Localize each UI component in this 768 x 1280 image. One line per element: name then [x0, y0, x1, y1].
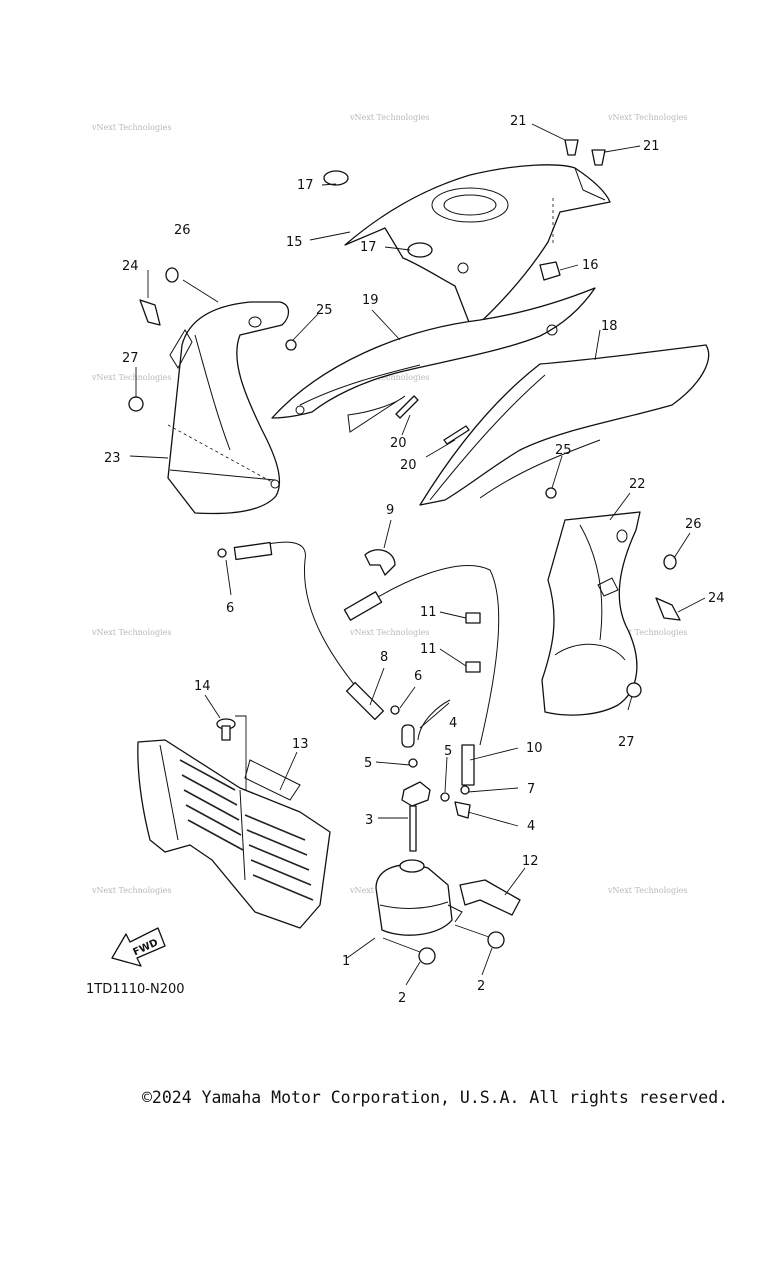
callout-24: 24 [708, 591, 725, 606]
callout-25: 25 [555, 443, 572, 458]
fastener-part [139, 299, 161, 326]
tank-cover-part [344, 164, 611, 331]
callout-6: 6 [226, 601, 234, 616]
callout-3: 3 [365, 813, 373, 828]
fastener-part [564, 139, 579, 156]
shroud-right-part [541, 511, 641, 716]
leader-lines [129, 123, 706, 986]
fastener-part [655, 597, 681, 621]
reservoir-tank-part [375, 859, 463, 936]
clip-part [217, 548, 227, 558]
callout-13: 13 [292, 737, 309, 752]
watermark: vNext Technologies [91, 628, 171, 637]
copyright-notice: ©2024 Yamaha Motor Corporation, U.S.A. A… [142, 1088, 729, 1107]
side-cover-left-part [271, 287, 596, 433]
callout-21: 21 [643, 139, 660, 154]
callout-8: 8 [380, 650, 388, 665]
diagram-code: 1TD1110-N200 [86, 982, 185, 997]
watermark: vNext Technologies [607, 113, 687, 122]
watermark: vNext Technologies [91, 123, 171, 132]
washer-part [285, 339, 297, 351]
watermark: vNext Technologies [349, 373, 429, 382]
watermark: vNext Technologies [349, 628, 429, 637]
bolt-part [626, 682, 642, 698]
watermark: vNext Technologies [349, 113, 429, 122]
callout-19: 19 [362, 293, 379, 308]
watermark: vNext Technologies [91, 373, 171, 382]
clip-part [390, 705, 400, 715]
callout-18: 18 [601, 319, 618, 334]
callout-5: 5 [444, 744, 452, 759]
callout-6: 6 [414, 669, 422, 684]
callout-26: 26 [174, 223, 191, 238]
hose-fitting-part [454, 801, 471, 819]
callout-16: 16 [582, 258, 599, 273]
fastener-part [407, 242, 433, 258]
callout-24: 24 [122, 259, 139, 274]
callout-27: 27 [618, 735, 635, 750]
callout-27: 27 [122, 351, 139, 366]
callout-17: 17 [360, 240, 377, 255]
bolt-part [128, 396, 144, 412]
clamp-part [364, 549, 396, 576]
callout-10: 10 [526, 741, 543, 756]
callout-17: 17 [297, 178, 314, 193]
strip-part [395, 395, 419, 419]
shroud-left-part [167, 301, 290, 515]
callout-5: 5 [364, 756, 372, 771]
clamp-part [465, 612, 481, 624]
callout-23: 23 [104, 451, 121, 466]
bolt-part [663, 554, 677, 570]
fwd-arrow-icon: FWD [111, 927, 166, 967]
bracket-part [459, 879, 521, 916]
bolt-part [382, 924, 505, 965]
callout-11: 11 [420, 642, 437, 657]
watermark: vNext Technologies [607, 628, 687, 637]
fastener-part [539, 261, 561, 281]
clip-part [440, 792, 450, 802]
bolt-part [216, 715, 247, 790]
callout-2: 2 [398, 991, 406, 1006]
callout-26: 26 [685, 517, 702, 532]
clamp-part [465, 661, 481, 673]
callout-7: 7 [527, 782, 535, 797]
fastener-part [591, 149, 606, 166]
bolt-part [165, 267, 179, 283]
callout-4: 4 [527, 819, 535, 834]
parts-diagram: vNext Technologies vNext Technologies vN… [86, 113, 725, 1006]
clip-part [408, 758, 418, 768]
clip-part [460, 785, 470, 795]
callout-labels: 1 2 2 3 4 4 5 5 6 6 7 8 9 10 11 11 12 13… [104, 114, 725, 1006]
callout-9: 9 [386, 503, 394, 518]
side-cover-right-part [419, 344, 710, 506]
callout-14: 14 [194, 679, 211, 694]
strip-part [443, 425, 470, 445]
callout-15: 15 [286, 235, 303, 250]
callout-21: 21 [510, 114, 527, 129]
callout-22: 22 [629, 477, 646, 492]
filler-neck-part [401, 781, 431, 852]
radiator-guard-part [137, 739, 331, 929]
fastener-part [323, 170, 349, 186]
callout-2: 2 [477, 979, 485, 994]
callout-20: 20 [390, 436, 407, 451]
callout-12: 12 [522, 854, 539, 869]
callout-1: 1 [342, 954, 350, 969]
callout-4: 4 [449, 716, 457, 731]
callout-25: 25 [316, 303, 333, 318]
watermark: vNext Technologies [91, 886, 171, 895]
hose-part [233, 541, 500, 786]
watermark: vNext Technologies [607, 886, 687, 895]
callout-11: 11 [420, 605, 437, 620]
washer-part [545, 487, 557, 499]
callout-20: 20 [400, 458, 417, 473]
